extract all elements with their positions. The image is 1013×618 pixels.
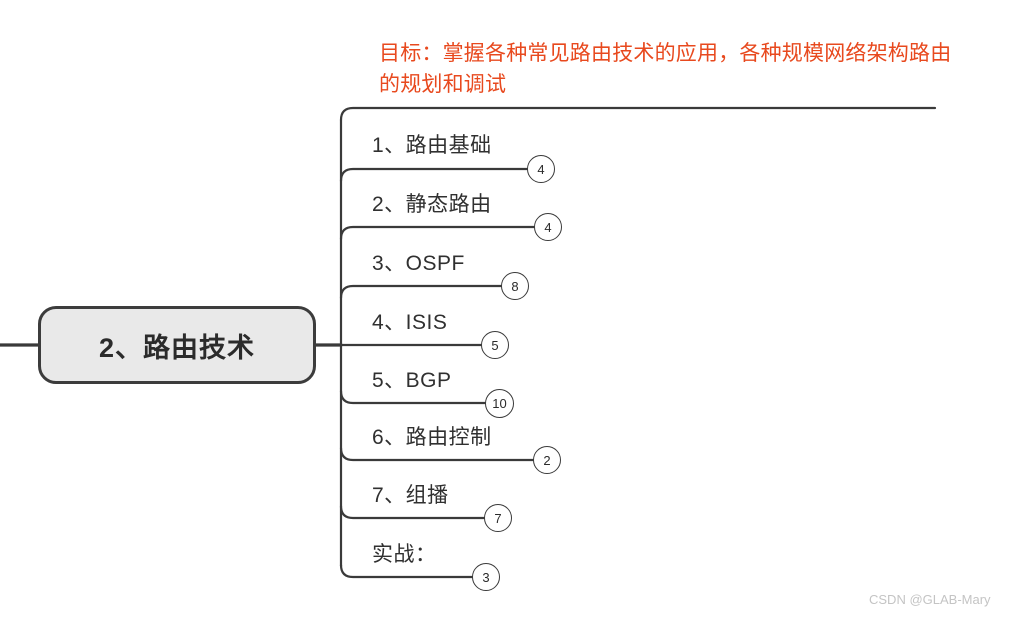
branch-count-2[interactable]: 4 — [534, 213, 562, 241]
branch-count-7[interactable]: 7 — [484, 504, 512, 532]
goal-text: 目标：掌握各种常见路由技术的应用，各种规模网络架构路由的规划和调试 — [379, 42, 952, 96]
branch-label-4[interactable]: 4、ISIS — [372, 311, 448, 334]
branch-line-goal — [339, 106, 937, 122]
branch-count-4[interactable]: 5 — [481, 331, 509, 359]
branch-label-1[interactable]: 1、路由基础 — [372, 134, 492, 157]
branch-label-7[interactable]: 7、组播 — [372, 484, 449, 507]
branch-count-5[interactable]: 10 — [485, 389, 514, 418]
branch-count-1[interactable]: 4 — [527, 155, 555, 183]
branch-line-2 — [339, 225, 536, 241]
branch-count-3[interactable]: 8 — [501, 272, 529, 300]
branch-label-6[interactable]: 6、路由控制 — [372, 426, 492, 449]
watermark: CSDN @GLAB-Mary — [869, 592, 991, 607]
root-node[interactable]: 2、路由技术 — [38, 306, 316, 384]
branch-label-3[interactable]: 3、OSPF — [372, 252, 465, 275]
branch-count-6[interactable]: 2 — [533, 446, 561, 474]
branch-line-1 — [339, 167, 529, 183]
branch-count-8[interactable]: 3 — [472, 563, 500, 591]
branch-label-2[interactable]: 2、静态路由 — [372, 193, 492, 216]
root-node-label: 2、路由技术 — [98, 332, 256, 363]
branch-label-8[interactable]: 实战： — [372, 543, 437, 566]
branch-line-3 — [339, 284, 503, 300]
branch-label-5[interactable]: 5、BGP — [372, 369, 452, 392]
